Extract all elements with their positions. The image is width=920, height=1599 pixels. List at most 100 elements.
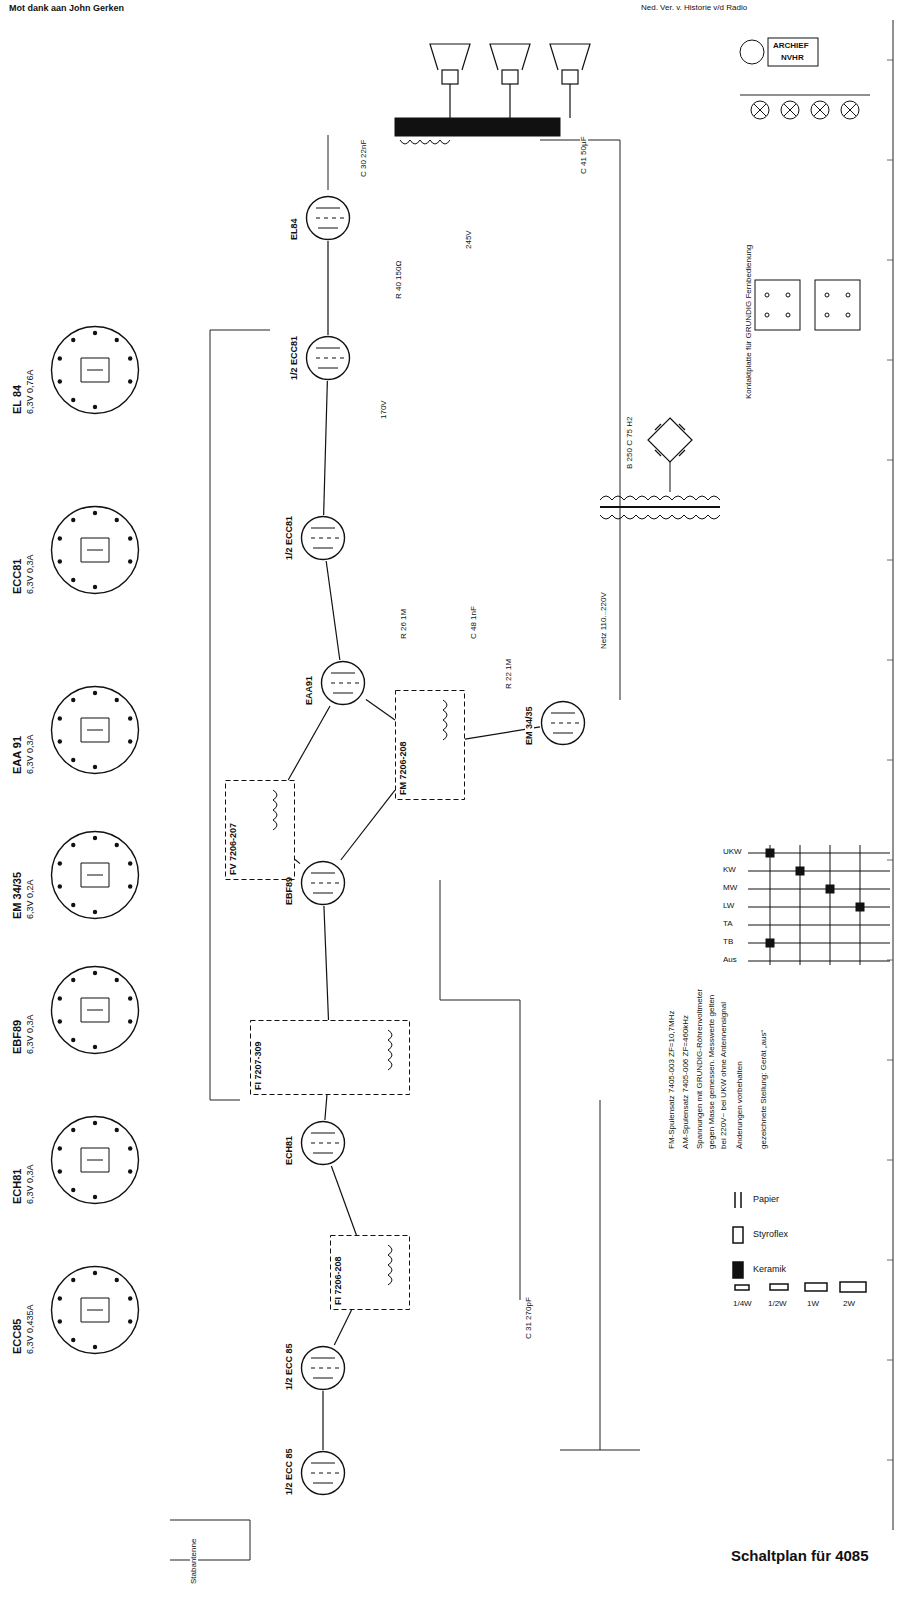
annotation: Aus (722, 956, 738, 964)
pin-dot (58, 1296, 62, 1300)
annotation: C 48 1nF (470, 605, 478, 640)
pin-dot (93, 691, 97, 695)
annotation: 2W (842, 1300, 856, 1308)
heater-rating: 6,3V 0,3A (26, 553, 35, 595)
annotation: Stabantenne (190, 1538, 198, 1585)
tube-label: 1/2 ECC 85 (285, 1447, 294, 1496)
pin-dot (58, 356, 62, 360)
pin-dot (115, 1128, 119, 1132)
annotation: C 30 22nF (360, 139, 368, 178)
pin-dot (115, 698, 119, 702)
electrodes (316, 208, 344, 228)
filter-label: FI 7206-208 (334, 1255, 343, 1306)
electrodes (551, 713, 579, 733)
pin-dot (93, 765, 97, 769)
pin-dot (128, 356, 132, 360)
envelope (52, 1117, 139, 1204)
pin-dot (128, 536, 132, 540)
pin-dot (71, 398, 75, 402)
electrodes (311, 528, 339, 548)
electrode-system (81, 358, 109, 382)
tube-type: ECC81 (12, 558, 23, 595)
pin-dot (128, 1169, 132, 1173)
annotation: UKW (722, 848, 743, 856)
wire-segment (288, 706, 330, 780)
tube-symbol (540, 700, 586, 746)
pin-dot (71, 1038, 75, 1042)
pin-diagram-symbol (50, 325, 140, 415)
tube-label: 1/2 ECC 85 (285, 1342, 294, 1391)
filter-box: FI 7207-309 (250, 1020, 410, 1095)
tube-label: EAA91 (305, 675, 314, 706)
tube-symbol (305, 335, 351, 381)
electrodes (311, 1358, 339, 1378)
electrodes (311, 1463, 339, 1483)
signal-wire (325, 1095, 327, 1120)
tube-type: EBF89 (12, 1019, 23, 1055)
electrode-system (81, 538, 109, 562)
mains-transformer (600, 462, 720, 519)
tube-symbol (300, 515, 346, 561)
annotation: KW (722, 866, 737, 874)
envelope (52, 327, 139, 414)
pin-diagram-symbol (50, 830, 140, 920)
electrode-system (81, 1148, 109, 1172)
sheet-title: Schaltplan für 4085 (730, 1548, 870, 1563)
dashed-shield (331, 1236, 410, 1310)
tube-node: EAA91 (320, 660, 366, 706)
signal-wire (295, 859, 300, 863)
filter-can-outline (250, 1020, 410, 1095)
pin-dot (128, 1146, 132, 1150)
tube-type: EM 34/35 (12, 871, 23, 920)
annotation: Ned. Ver. v. Historie v/d Radio (640, 4, 748, 12)
wire-segment (327, 241, 328, 335)
pin-dot (128, 1296, 132, 1300)
pin-dot (71, 1278, 75, 1282)
pin-dot (115, 338, 119, 342)
pin-dot (93, 585, 97, 589)
wire-segment (326, 561, 340, 660)
pin-dot (58, 1169, 62, 1173)
logo-stamp (740, 38, 818, 66)
annotation: LW (722, 902, 735, 910)
pin-dot (115, 518, 119, 522)
pin-dot (128, 716, 132, 720)
tube-symbol (300, 1345, 346, 1391)
pin-diagram: ECH816,3V 0,3A (50, 1115, 140, 1205)
electrodes (316, 348, 344, 368)
wire-segment (324, 906, 329, 1020)
envelope (52, 507, 139, 594)
tube-label: EL84 (290, 217, 299, 241)
wire-segment (366, 699, 395, 720)
pin-dot (58, 1019, 62, 1023)
filter-label: FM 7206-208 (399, 740, 408, 796)
pin-dot (93, 1195, 97, 1199)
annotation: gegen Masse gemessen. Messwerte gelten (708, 994, 716, 1150)
tube-node: 1/2 ECC81 (300, 515, 346, 561)
wire-segment (331, 1166, 356, 1235)
envelope (52, 1267, 139, 1354)
annotation: Änderungen vorbehalten (736, 1060, 744, 1150)
coil-symbol (388, 1245, 392, 1285)
pin-dot (93, 405, 97, 409)
pin-dot (71, 338, 75, 342)
pin-diagram-symbol (50, 505, 140, 595)
annotation: TB (722, 938, 734, 946)
envelope (52, 687, 139, 774)
annotation: 1/4W (732, 1300, 753, 1308)
signal-wire (341, 790, 395, 860)
tube-node: EL84 (305, 195, 351, 241)
wire-segment (295, 859, 300, 863)
annotation: Spannungen mit GRUNDIG-Röhrenvoltmeter (696, 988, 704, 1150)
pin-dot (71, 843, 75, 847)
pin-dot (128, 884, 132, 888)
tube-symbol (300, 1120, 346, 1166)
pin-dot (58, 379, 62, 383)
coil-symbol (388, 1030, 392, 1070)
wire-segment (341, 790, 395, 860)
pin-dot (128, 1319, 132, 1323)
tube-node: 1/2 ECC 85 (300, 1345, 346, 1391)
legend-text: Keramik (752, 1265, 787, 1274)
electrodes (311, 873, 339, 893)
